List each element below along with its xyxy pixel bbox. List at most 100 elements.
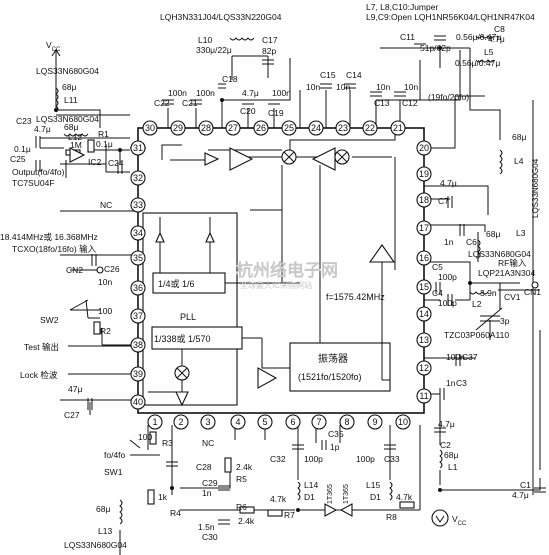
pin-6: [285, 414, 301, 430]
c22-value: 100n: [168, 88, 187, 98]
l13-value: 68μ: [96, 504, 110, 514]
c4-value: 100p: [438, 298, 457, 308]
l15-label: L15: [366, 480, 380, 490]
varactor-d1-right: [339, 503, 353, 517]
r4-label: R4: [170, 508, 181, 518]
c29-value: 1n: [202, 488, 212, 498]
pin-number: 11: [419, 391, 428, 401]
pin-number: 22: [365, 123, 375, 133]
vcc-bottom-v: V: [452, 514, 458, 524]
pin-18: [416, 192, 432, 208]
c32-value: 100p: [304, 454, 323, 464]
pin-number: 15: [419, 282, 429, 292]
d1-left-label: D1: [304, 492, 315, 502]
c5-label: C5: [432, 262, 443, 272]
c27-value: 47μ: [68, 384, 82, 394]
pin-number: 10: [398, 417, 408, 427]
l11-value: 68μ: [62, 82, 76, 92]
vcc-top-label: VCC: [46, 40, 61, 53]
varactor-d1-left: [324, 503, 338, 517]
phase-detector-amp: [175, 391, 189, 407]
cn1-connector: [531, 281, 539, 289]
switch-sw2: [69, 299, 89, 319]
pin-number: 35: [133, 253, 143, 263]
diode-part-right: 1T365: [343, 484, 350, 504]
cv1-label: CV1: [504, 292, 521, 302]
pin-35: [130, 250, 146, 266]
output-label: Output(fo/4fo): [12, 167, 65, 177]
c14-value: 10n: [336, 82, 350, 92]
amplifier-1: [229, 147, 254, 171]
pin-number: 37: [133, 311, 143, 321]
coil-l12: [63, 133, 89, 137]
cap-c5: [435, 282, 441, 294]
diode-part-left: 1T365: [327, 484, 334, 504]
pin-17: [416, 220, 432, 236]
pin-number: 29: [173, 123, 183, 133]
cap-c15: [320, 83, 332, 89]
l1-value: 68μ: [444, 450, 458, 460]
r1-label: R1: [98, 129, 109, 139]
pin-number: 26: [256, 123, 266, 133]
lock-detect-label: Lock 检波: [20, 370, 58, 380]
phase-detector: [174, 365, 190, 381]
cap-c30: [218, 519, 230, 525]
c2-value: 4.7μ: [438, 419, 455, 429]
pin-21: [390, 120, 406, 136]
pin-22: [362, 120, 378, 136]
pin-4: [230, 414, 246, 430]
pin-number: 24: [311, 123, 321, 133]
pll-block: [142, 212, 238, 406]
pin-13: [416, 332, 432, 348]
divider-note: (19fo/20fo): [428, 92, 469, 102]
pin-number: 30: [145, 123, 155, 133]
c7-label: C7: [438, 196, 449, 206]
pin-40: [130, 394, 146, 410]
l1-label: L1: [448, 462, 458, 472]
cap-c37: [455, 354, 461, 366]
pin-11: [416, 388, 432, 404]
c15-label: C15: [320, 70, 336, 80]
nc-bottom-label: NC: [202, 438, 214, 448]
cap-c11: [414, 43, 426, 49]
r5-value: 2.4k: [236, 462, 253, 472]
lqs-right-part: LQS33N680G04: [531, 158, 540, 218]
coil-l4: [499, 149, 503, 175]
l2-value: 3.9n: [480, 288, 497, 298]
pin-23: [335, 120, 351, 136]
note-jumper: L7, L8,C10:Jumper: [366, 2, 438, 12]
pin-number: 14: [419, 309, 429, 319]
pin-24: [308, 120, 324, 136]
coil-l3: [477, 239, 481, 259]
pin-number: 4: [235, 417, 240, 427]
l11-label: L11: [64, 95, 78, 105]
c27-label: C27: [64, 410, 80, 420]
l5-upper-value: 0.56μ/0.47μ: [456, 32, 501, 42]
cap-c8: [434, 35, 446, 41]
pin-number: 9: [372, 417, 377, 427]
rf-input-label: RF输入: [498, 258, 527, 268]
cap-c2: [434, 427, 446, 433]
c25-value: 0.1μ: [14, 144, 31, 154]
r7-label: R7: [284, 510, 295, 520]
cap-c1: [534, 487, 546, 493]
c4-label: C4: [432, 288, 443, 298]
coil-l5b: [475, 59, 495, 63]
c25-label: C25: [10, 154, 26, 164]
r1-value: 0.1μ: [96, 139, 113, 149]
l12-value: 68μ: [64, 122, 78, 132]
pin-number: 32: [133, 173, 143, 183]
pin-25: [281, 120, 297, 136]
pll-label: PLL: [180, 312, 196, 322]
l3-label: L3: [516, 228, 526, 238]
watermark-subtext: 全球最大IC采购网站: [240, 280, 312, 290]
c1-value: 4.7μ: [512, 490, 529, 500]
watermark: 杭州络电子网 全球最大IC采购网站: [236, 260, 338, 290]
l2-label: L2: [472, 299, 482, 309]
pin-19: [416, 166, 432, 182]
pin-27: [225, 120, 241, 136]
cap-c25: [35, 160, 41, 172]
buffer-amp: [257, 367, 278, 389]
pin-15: [416, 279, 432, 295]
switch-sw1: [129, 439, 141, 449]
